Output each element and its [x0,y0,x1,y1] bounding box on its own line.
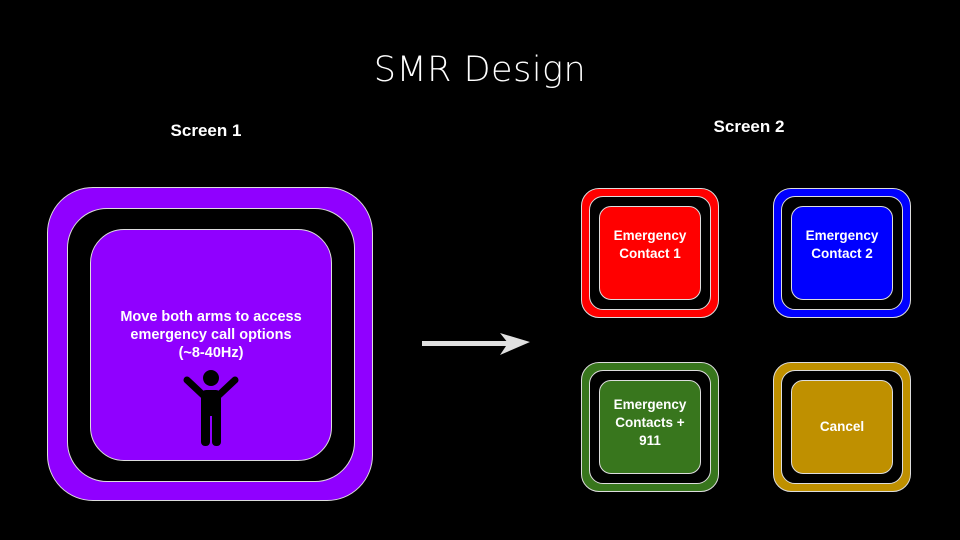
emergency-contact-2-button[interactable]: Emergency Contact 2 [791,206,893,300]
option-ring: Cancel [781,370,903,484]
option-label-line-3: 911 [639,433,661,448]
page-title: SMR Design [373,50,587,90]
option-label-line-1: Emergency [613,228,687,243]
instruction-line-1: Move both arms to access [120,309,302,325]
screen-2-label: Screen 2 [713,117,785,136]
emergency-contact-1-button[interactable]: Emergency Contact 1 [599,206,701,300]
instruction-line-3: (~8-40Hz) [178,345,244,361]
option-ring: Emergency Contact 1 [589,196,711,310]
cancel-card: Cancel [773,362,911,492]
screen-1-ring: Move both arms to access emergency call … [67,208,355,482]
option-label-line-2: Contact 1 [619,246,681,261]
emergency-contact-1-card: Emergency Contact 1 [581,188,719,318]
emergency-contact-2-card: Emergency Contact 2 [773,188,911,318]
screen-1-panel[interactable]: Move both arms to access emergency call … [90,229,332,461]
screen-1-label: Screen 1 [170,121,242,140]
right-arrow-icon [422,333,530,355]
option-label-line-2: Contacts + [615,415,685,430]
option-label-line-1: Emergency [805,228,879,243]
emergency-contacts-911-button[interactable]: Emergency Contacts + 911 [599,380,701,474]
option-ring: Emergency Contacts + 911 [589,370,711,484]
emergency-contacts-911-card: Emergency Contacts + 911 [581,362,719,492]
cancel-button[interactable]: Cancel [791,380,893,474]
option-label-line-2: Contact 2 [811,246,873,261]
person-arms-raised-icon [183,370,239,446]
screen-1-card: Move both arms to access emergency call … [47,187,373,501]
option-label-line-1: Cancel [819,419,865,434]
option-label-line-1: Emergency [613,397,687,412]
instruction-line-2: emergency call options [130,327,292,343]
option-ring: Emergency Contact 2 [781,196,903,310]
